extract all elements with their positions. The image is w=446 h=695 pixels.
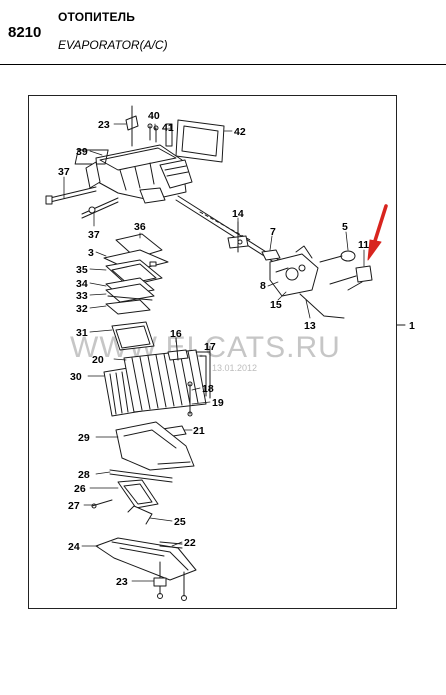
- filter-frame[interactable]: [175, 119, 225, 163]
- callout-33: 33: [76, 290, 88, 302]
- heater-housing[interactable]: [74, 144, 193, 204]
- clip-7[interactable]: [261, 249, 281, 261]
- callout-16: 16: [170, 328, 182, 340]
- cap-5[interactable]: [319, 250, 356, 263]
- callout-11: 11: [358, 239, 369, 251]
- clip-41[interactable]: [165, 123, 173, 147]
- red-arrow-icon: [367, 204, 388, 261]
- callout-22: 22: [184, 537, 196, 549]
- callout-23-top: 23: [98, 119, 110, 131]
- callout-36: 36: [134, 221, 146, 233]
- watermark-date: 13.01.2012: [212, 363, 257, 373]
- callout-29: 29: [78, 432, 90, 444]
- screw-40[interactable]: [147, 123, 159, 143]
- panel-35[interactable]: [105, 259, 163, 287]
- callout-30: 30: [70, 371, 82, 383]
- screw-23-top[interactable]: [125, 105, 139, 147]
- title-ru: ОТОПИТЕЛЬ: [58, 10, 136, 24]
- callout-19: 19: [212, 397, 224, 409]
- callout-26: 26: [74, 483, 86, 495]
- screw-27[interactable]: [91, 499, 113, 509]
- callout-23-bottom: 23: [116, 576, 128, 588]
- panel-31[interactable]: [111, 321, 155, 351]
- callout-34: 34: [76, 278, 88, 290]
- duct-26[interactable]: [117, 479, 159, 509]
- evaporator-20[interactable]: [123, 349, 207, 413]
- callout-27: 27: [68, 500, 80, 512]
- callout-5: 5: [342, 221, 348, 233]
- callout-1: 1: [409, 320, 415, 332]
- knob-11[interactable]: [329, 265, 373, 291]
- callout-18: 18: [202, 383, 214, 395]
- callout-21: 21: [193, 425, 205, 437]
- seal-28[interactable]: [109, 469, 173, 483]
- callout-17: 17: [204, 341, 216, 353]
- lower-housing-29[interactable]: [115, 421, 195, 471]
- callout-28: 28: [78, 469, 90, 481]
- callout-31: 31: [76, 327, 88, 339]
- header-divider: [0, 64, 446, 65]
- callout-41: 41: [162, 122, 174, 134]
- callout-7: 7: [270, 226, 276, 238]
- cable-13[interactable]: [299, 293, 345, 319]
- callout-37-bottom: 37: [88, 229, 100, 241]
- callout-20: 20: [92, 354, 104, 366]
- callout-40: 40: [148, 110, 160, 122]
- panel-33[interactable]: [105, 283, 155, 303]
- callout-13: 13: [304, 320, 316, 332]
- watermark-text: WWW.ELCATS.RU: [70, 331, 341, 364]
- callout-15: 15: [270, 299, 282, 311]
- callout-3: 3: [88, 247, 94, 259]
- base-tray-24[interactable]: [95, 537, 197, 581]
- callout-24: 24: [68, 541, 80, 553]
- panel-32[interactable]: [105, 299, 151, 315]
- screw-19[interactable]: [187, 397, 193, 417]
- title-en: EVAPORATOR(A/C): [58, 38, 168, 52]
- bracket-14[interactable]: [227, 221, 249, 253]
- diagram-frame: [28, 95, 397, 609]
- clamp-25[interactable]: [127, 505, 153, 525]
- actuator-15[interactable]: [269, 245, 319, 297]
- callout-14: 14: [232, 208, 244, 220]
- leader-lines: [63, 123, 365, 582]
- callout-37-top: 37: [58, 166, 70, 178]
- callout-25: 25: [174, 516, 186, 528]
- callout-42: 42: [234, 126, 246, 138]
- rod-37[interactable]: [45, 186, 119, 219]
- callout-32: 32: [76, 303, 88, 315]
- screw-23-bottom[interactable]: [153, 561, 187, 601]
- section-code: 8210: [8, 24, 42, 41]
- callout-8: 8: [260, 280, 266, 292]
- callout-39: 39: [76, 146, 88, 158]
- callout-35: 35: [76, 264, 88, 276]
